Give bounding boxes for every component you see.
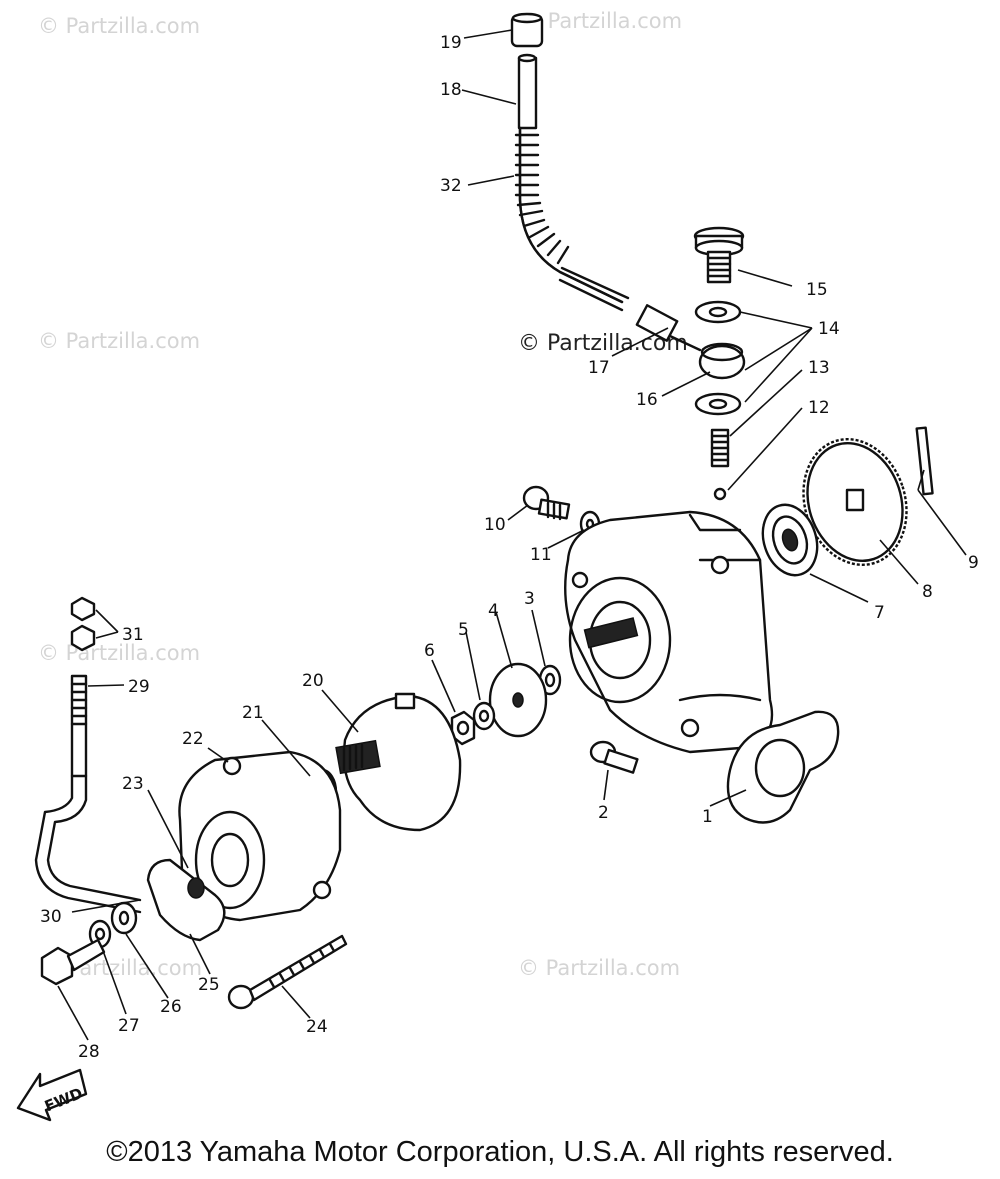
callout-26: 26 xyxy=(160,997,182,1017)
callout-9: 9 xyxy=(968,553,979,573)
callout-labels: 19 18 32 15 14 17 16 13 12 9 10 11 8 7 3… xyxy=(40,33,979,1062)
callout-3: 3 xyxy=(524,589,535,609)
part-union-bolt xyxy=(693,226,745,284)
part-cover-20 xyxy=(335,692,462,832)
forward-direction-arrow: FWD xyxy=(16,1068,88,1122)
callout-17: 17 xyxy=(588,358,610,378)
callout-29: 29 xyxy=(128,677,150,697)
callout-23: 23 xyxy=(122,774,144,794)
callout-20: 20 xyxy=(302,671,324,691)
callout-2: 2 xyxy=(598,803,609,823)
callout-1: 1 xyxy=(702,807,713,827)
part-rod-29 xyxy=(34,674,142,914)
part-pump-housing xyxy=(564,510,774,754)
watermark-top-center: © Partzilla.com xyxy=(520,9,682,33)
callout-4: 4 xyxy=(488,601,499,621)
part-washer-5 xyxy=(472,701,496,731)
callout-14: 14 xyxy=(818,319,840,339)
callout-7: 7 xyxy=(874,603,885,623)
callout-24: 24 xyxy=(306,1017,328,1037)
part-tube xyxy=(517,53,538,130)
part-pin xyxy=(915,426,934,496)
part-cap xyxy=(510,12,544,48)
watermark-lower-left: © Partzilla.com xyxy=(38,641,200,665)
part-plate-4 xyxy=(488,662,548,738)
callout-30: 30 xyxy=(40,907,62,927)
callout-25: 25 xyxy=(198,975,220,995)
callout-11: 11 xyxy=(530,545,552,565)
callout-8: 8 xyxy=(922,582,933,602)
callout-15: 15 xyxy=(806,280,828,300)
callout-21: 21 xyxy=(242,703,264,723)
callout-13: 13 xyxy=(808,358,830,378)
callout-19: 19 xyxy=(440,33,462,53)
part-base-gasket xyxy=(726,710,840,824)
watermarks: © Partzilla.com © Partzilla.com © Partzi… xyxy=(38,9,688,980)
leader-lines xyxy=(57,29,967,1041)
part-spring-hose xyxy=(514,126,630,312)
callout-22: 22 xyxy=(182,729,204,749)
part-spring-ball xyxy=(710,428,730,501)
copyright-notice: ©2013 Yamaha Motor Corporation, U.S.A. A… xyxy=(106,1136,894,1168)
part-banjo xyxy=(635,304,746,380)
callout-31: 31 xyxy=(122,625,144,645)
callout-27: 27 xyxy=(118,1016,140,1036)
callout-16: 16 xyxy=(636,390,658,410)
part-bolt-10 xyxy=(522,485,571,521)
callout-6: 6 xyxy=(424,641,435,661)
part-bolt-2 xyxy=(589,740,639,774)
part-cover-plate-25 xyxy=(146,858,226,942)
part-bolt-28 xyxy=(40,938,106,986)
part-bearing xyxy=(761,503,819,577)
part-gear xyxy=(802,438,908,566)
watermark-top-left: © Partzilla.com xyxy=(38,14,200,38)
callout-32: 32 xyxy=(440,176,462,196)
callout-18: 18 xyxy=(440,80,462,100)
part-screw-24 xyxy=(227,934,348,1010)
callout-12: 12 xyxy=(808,398,830,418)
watermark-bottom-center: © Partzilla.com xyxy=(518,956,680,980)
part-nuts-31 xyxy=(70,596,96,652)
callout-10: 10 xyxy=(484,515,506,535)
callout-5: 5 xyxy=(458,620,469,640)
watermark-mid-left: © Partzilla.com xyxy=(38,329,200,353)
callout-28: 28 xyxy=(78,1042,100,1062)
